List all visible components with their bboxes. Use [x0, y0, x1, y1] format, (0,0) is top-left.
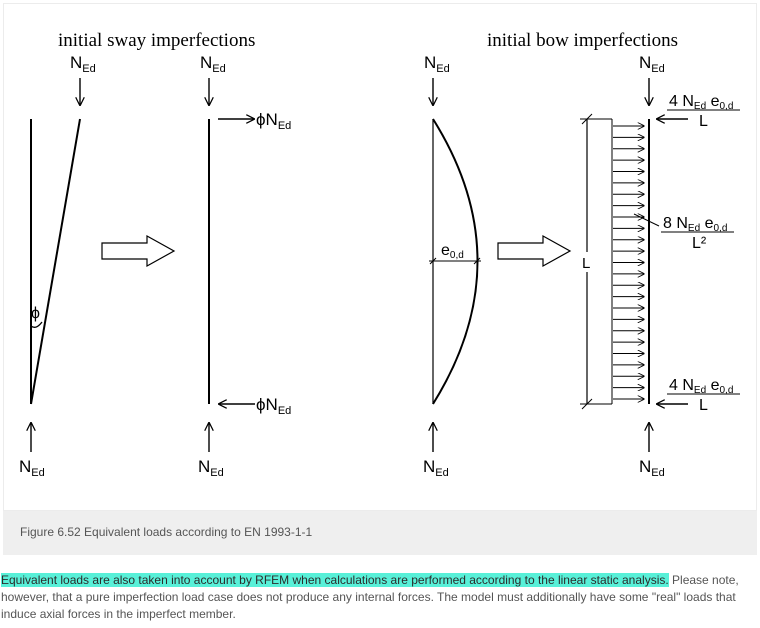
- length-label: L: [582, 255, 590, 272]
- paragraph-rest: Please note, however, that a pure imperf…: [1, 573, 739, 621]
- caption-bar: Figure 6.52 Equivalent loads according t…: [3, 511, 757, 555]
- highlighted-sentence: Equivalent loads are also taken into acc…: [1, 573, 669, 587]
- equivalent-loads-diagram: initial sway imperfections initial bow i…: [19, 30, 740, 479]
- heading-bow: initial bow imperfections: [487, 30, 678, 51]
- svg-text:8 NEd e0,d: 8 NEd e0,d: [663, 215, 727, 234]
- svg-text:4 NEd e0,d: 4 NEd e0,d: [669, 377, 733, 396]
- distributed-load-formula: 8 NEd e0,d L²: [661, 215, 734, 252]
- svg-text:L: L: [699, 113, 708, 130]
- sway-inclined-member: ϕ: [30, 118, 81, 405]
- e0-label: e0,d: [441, 242, 464, 261]
- end-load-formula-top: 4 NEd e0,d L: [667, 93, 740, 130]
- force-label-bottom-sway-2: NEd: [198, 457, 224, 479]
- figure-caption: Figure 6.52 Equivalent loads according t…: [20, 525, 313, 539]
- force-label-top-sway-1: NEd: [70, 53, 96, 75]
- force-label-top-sway-2: NEd: [200, 53, 226, 75]
- equivalence-arrow-bow: [497, 234, 572, 268]
- phi-load-label-top: ϕNEd: [256, 110, 291, 132]
- force-label-bottom-bow-1: NEd: [423, 457, 449, 479]
- phi-angle-label: ϕ: [31, 305, 40, 322]
- end-load-formula-bottom: 4 NEd e0,d L: [667, 377, 740, 414]
- bow-curved-member: e0,d: [429, 118, 481, 405]
- force-label-bottom-bow-2: NEd: [639, 457, 665, 479]
- length-dimension: L: [579, 113, 612, 410]
- paragraph: Equivalent loads are also taken into acc…: [1, 572, 757, 623]
- svg-text:L: L: [699, 397, 708, 414]
- force-label-bottom-sway-1: NEd: [19, 457, 45, 479]
- phi-load-label-bottom: ϕNEd: [256, 395, 291, 417]
- svg-text:4 NEd e0,d: 4 NEd e0,d: [669, 93, 733, 112]
- force-label-top-bow-1: NEd: [424, 53, 450, 75]
- force-label-top-bow-2: NEd: [639, 53, 665, 75]
- equivalence-arrow-sway: [101, 234, 176, 268]
- heading-sway: initial sway imperfections: [58, 30, 255, 51]
- figure-panel: initial sway imperfections initial bow i…: [3, 3, 757, 511]
- svg-text:L²: L²: [692, 235, 707, 252]
- leader-distributed-load: [633, 213, 660, 227]
- distributed-load: [611, 119, 644, 404]
